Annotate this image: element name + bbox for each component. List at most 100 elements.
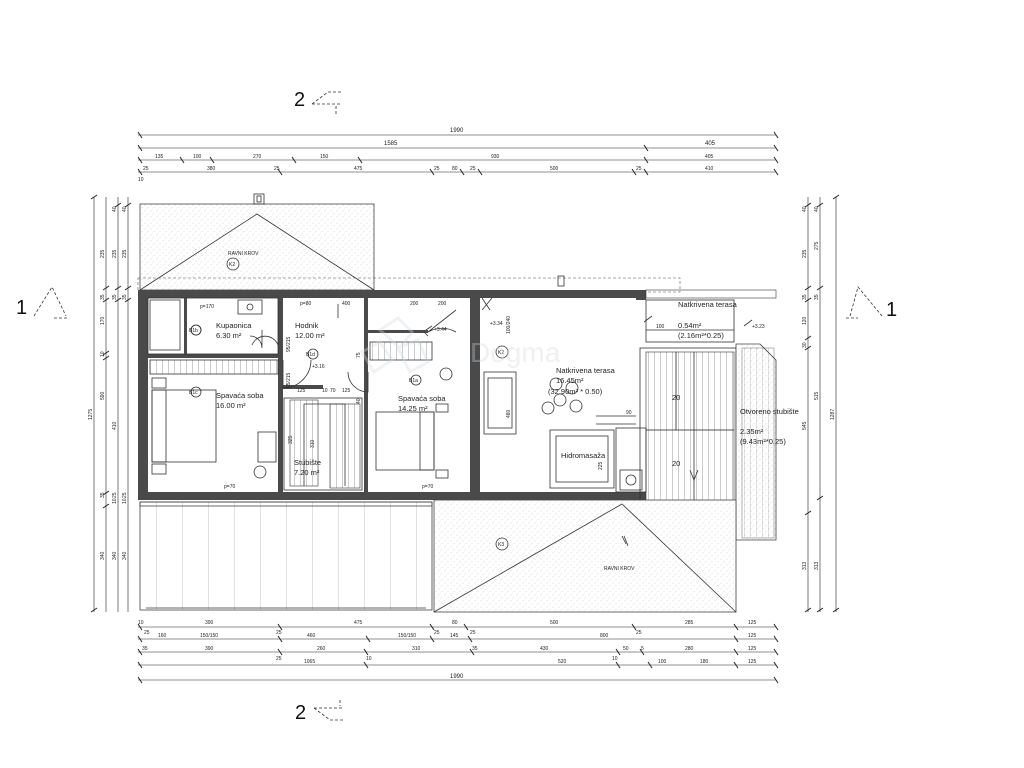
dim-left-235: 235 [100, 249, 106, 258]
section-marker-left: 1 [16, 286, 68, 319]
note-200a: 200 [410, 301, 419, 307]
note-40: 40 [356, 398, 362, 404]
room-open-staircase-extra: (9.43m²*0.25) [740, 437, 786, 446]
roof-bottom-tag: K3 [498, 542, 504, 548]
dim-left-340: 340 [100, 551, 106, 560]
dim-bot-180: 180 [700, 659, 709, 665]
dim-top-25b: 25 [274, 166, 280, 172]
dim-bot-80: 80 [452, 620, 458, 626]
note-95-215a: 95/215 [286, 336, 292, 352]
chimney [557, 275, 565, 287]
bed-bedroom-2 [375, 403, 449, 479]
stair-count-upper: 20 [672, 393, 680, 402]
note-level-344: +3.44 [434, 327, 447, 333]
room-covered-terrace-area: 16.45m² [556, 376, 584, 385]
room-covered-terrace-small-name: Natkrivena terasa [678, 300, 738, 309]
dim-bot-125b: 125 [748, 633, 757, 639]
note-125: 125 [297, 388, 306, 394]
dim-bot-390: 390 [205, 620, 214, 626]
wardrobe-bedroom-1 [149, 359, 279, 375]
stairwell [283, 397, 363, 491]
flat-roof-bottom: RAVNI KROV K3 [433, 499, 737, 613]
dim-bot-310: 310 [412, 646, 421, 652]
dim-top-80: 80 [452, 166, 458, 172]
room-bathroom: B1b Kupaonica 6.30 m² [189, 321, 252, 340]
room-open-staircase-area: 2.35m² [740, 427, 764, 436]
room-covered-terrace-small: Natkrivena terasa 0.54m² (2.16m²*0.25) [678, 300, 738, 340]
dim-right-545: 545 [802, 421, 808, 430]
room-bedroom-2-tag: B1a [409, 378, 418, 384]
dim-bot-10: 10 [138, 620, 144, 626]
dim-bot-520: 520 [558, 659, 567, 665]
dim-top-475: 475 [354, 166, 363, 172]
dim-top-25a: 25 [143, 166, 149, 172]
dim-left-10b: 10 [112, 498, 118, 504]
dim-top-25d: 25 [470, 166, 476, 172]
dim-right-40b: 40 [814, 206, 820, 212]
dim-left-590: 590 [100, 391, 106, 400]
note-level-316: +3.16 [312, 364, 325, 370]
dim-right-235: 235 [802, 249, 808, 258]
room-stairwell-area: 7.20 m² [294, 468, 320, 477]
dim-bot-1065: 1065 [304, 659, 315, 665]
room-bedroom-2: B1a Spavaća soba 14.25 m² [398, 374, 446, 413]
note-325: 325 [288, 435, 294, 444]
section-marker-right-label: 1 [886, 299, 897, 321]
watermark: Dogma [359, 316, 561, 375]
dim-left-35d: 35 [122, 294, 128, 300]
room-hallway-area: 12.00 m² [295, 331, 325, 340]
section-marker-right: 1 [846, 286, 897, 321]
room-covered-terrace-tag: K2 [498, 350, 504, 356]
room-hallway: Hodnik 12.00 m² B1d [295, 321, 325, 360]
dim-top-410: 410 [705, 166, 714, 172]
room-open-staircase-name: Otvoreno stubište [740, 407, 799, 416]
note-95-215b: 95/215 [286, 372, 292, 388]
room-covered-terrace-small-area: 0.54m² [678, 321, 702, 330]
dim-right-120: 120 [802, 316, 808, 325]
dim-left-235c: 235 [122, 249, 128, 258]
note-p80: p=80 [300, 301, 311, 307]
dim-right-515: 515 [814, 391, 820, 400]
dim-left-40: 40 [112, 206, 118, 212]
room-covered-terrace-extra: (32.90m² * 0.50) [548, 387, 603, 396]
dimension-chain-bottom: 10 25 390 25 475 25 80 500 285 125 160 1… [137, 620, 779, 684]
note-400: 400 [342, 301, 351, 307]
outside-stair [735, 343, 777, 541]
room-covered-terrace-name: Natkrivena terasa [556, 366, 616, 375]
room-bathroom-tag: B1b [189, 328, 198, 334]
dimension-chain-right: 40 235 35 120 30 545 313 40 275 515 313 … [802, 194, 840, 613]
dim-left-410: 410 [112, 421, 118, 430]
room-bedroom-1-tag: B1c [189, 390, 198, 396]
covered-terrace-small [643, 289, 777, 343]
bed-bedroom-1 [151, 377, 277, 479]
building-walls [138, 290, 646, 500]
dim-bot-25d: 25 [470, 630, 476, 636]
room-bedroom-2-name: Spavaća soba [398, 394, 446, 403]
dim-bot-25f: 25 [276, 656, 282, 662]
stair-count-lower: 20 [672, 459, 680, 468]
room-open-staircase: Otvoreno stubište 2.35m² (9.43m²*0.25) [740, 407, 799, 446]
roof-bottom-label: RAVNI KROV [604, 566, 635, 572]
room-stairwell: Stubište 7.20 m² [294, 458, 321, 477]
jacuzzi-label: Hidromasaža [561, 451, 606, 460]
section-marker-bottom: 2 [295, 700, 344, 724]
dim-left-10c: 10 [122, 498, 128, 504]
dim-top-150: 150 [320, 154, 329, 160]
dim-left-1275: 1275 [88, 409, 94, 420]
note-70: 70 [330, 388, 336, 394]
dim-bot-10b: 10 [612, 656, 618, 662]
dim-left-35c: 35 [112, 294, 118, 300]
dim-bot-5: 5 [641, 646, 644, 652]
dim-bot-125c: 125 [748, 646, 757, 652]
section-marker-top: 2 [294, 89, 342, 116]
dim-left-340c: 340 [122, 551, 128, 560]
note-p70b: p=70 [422, 484, 433, 490]
section-marker-left-label: 1 [16, 297, 27, 319]
dim-bot-390b: 390 [205, 646, 214, 652]
dim-right-313: 313 [802, 561, 808, 570]
dim-right-1287: 1287 [830, 409, 836, 420]
dim-top-total: 1990 [450, 128, 464, 134]
note-75: 75 [356, 352, 362, 358]
wardrobe-bedroom-2 [369, 309, 457, 381]
